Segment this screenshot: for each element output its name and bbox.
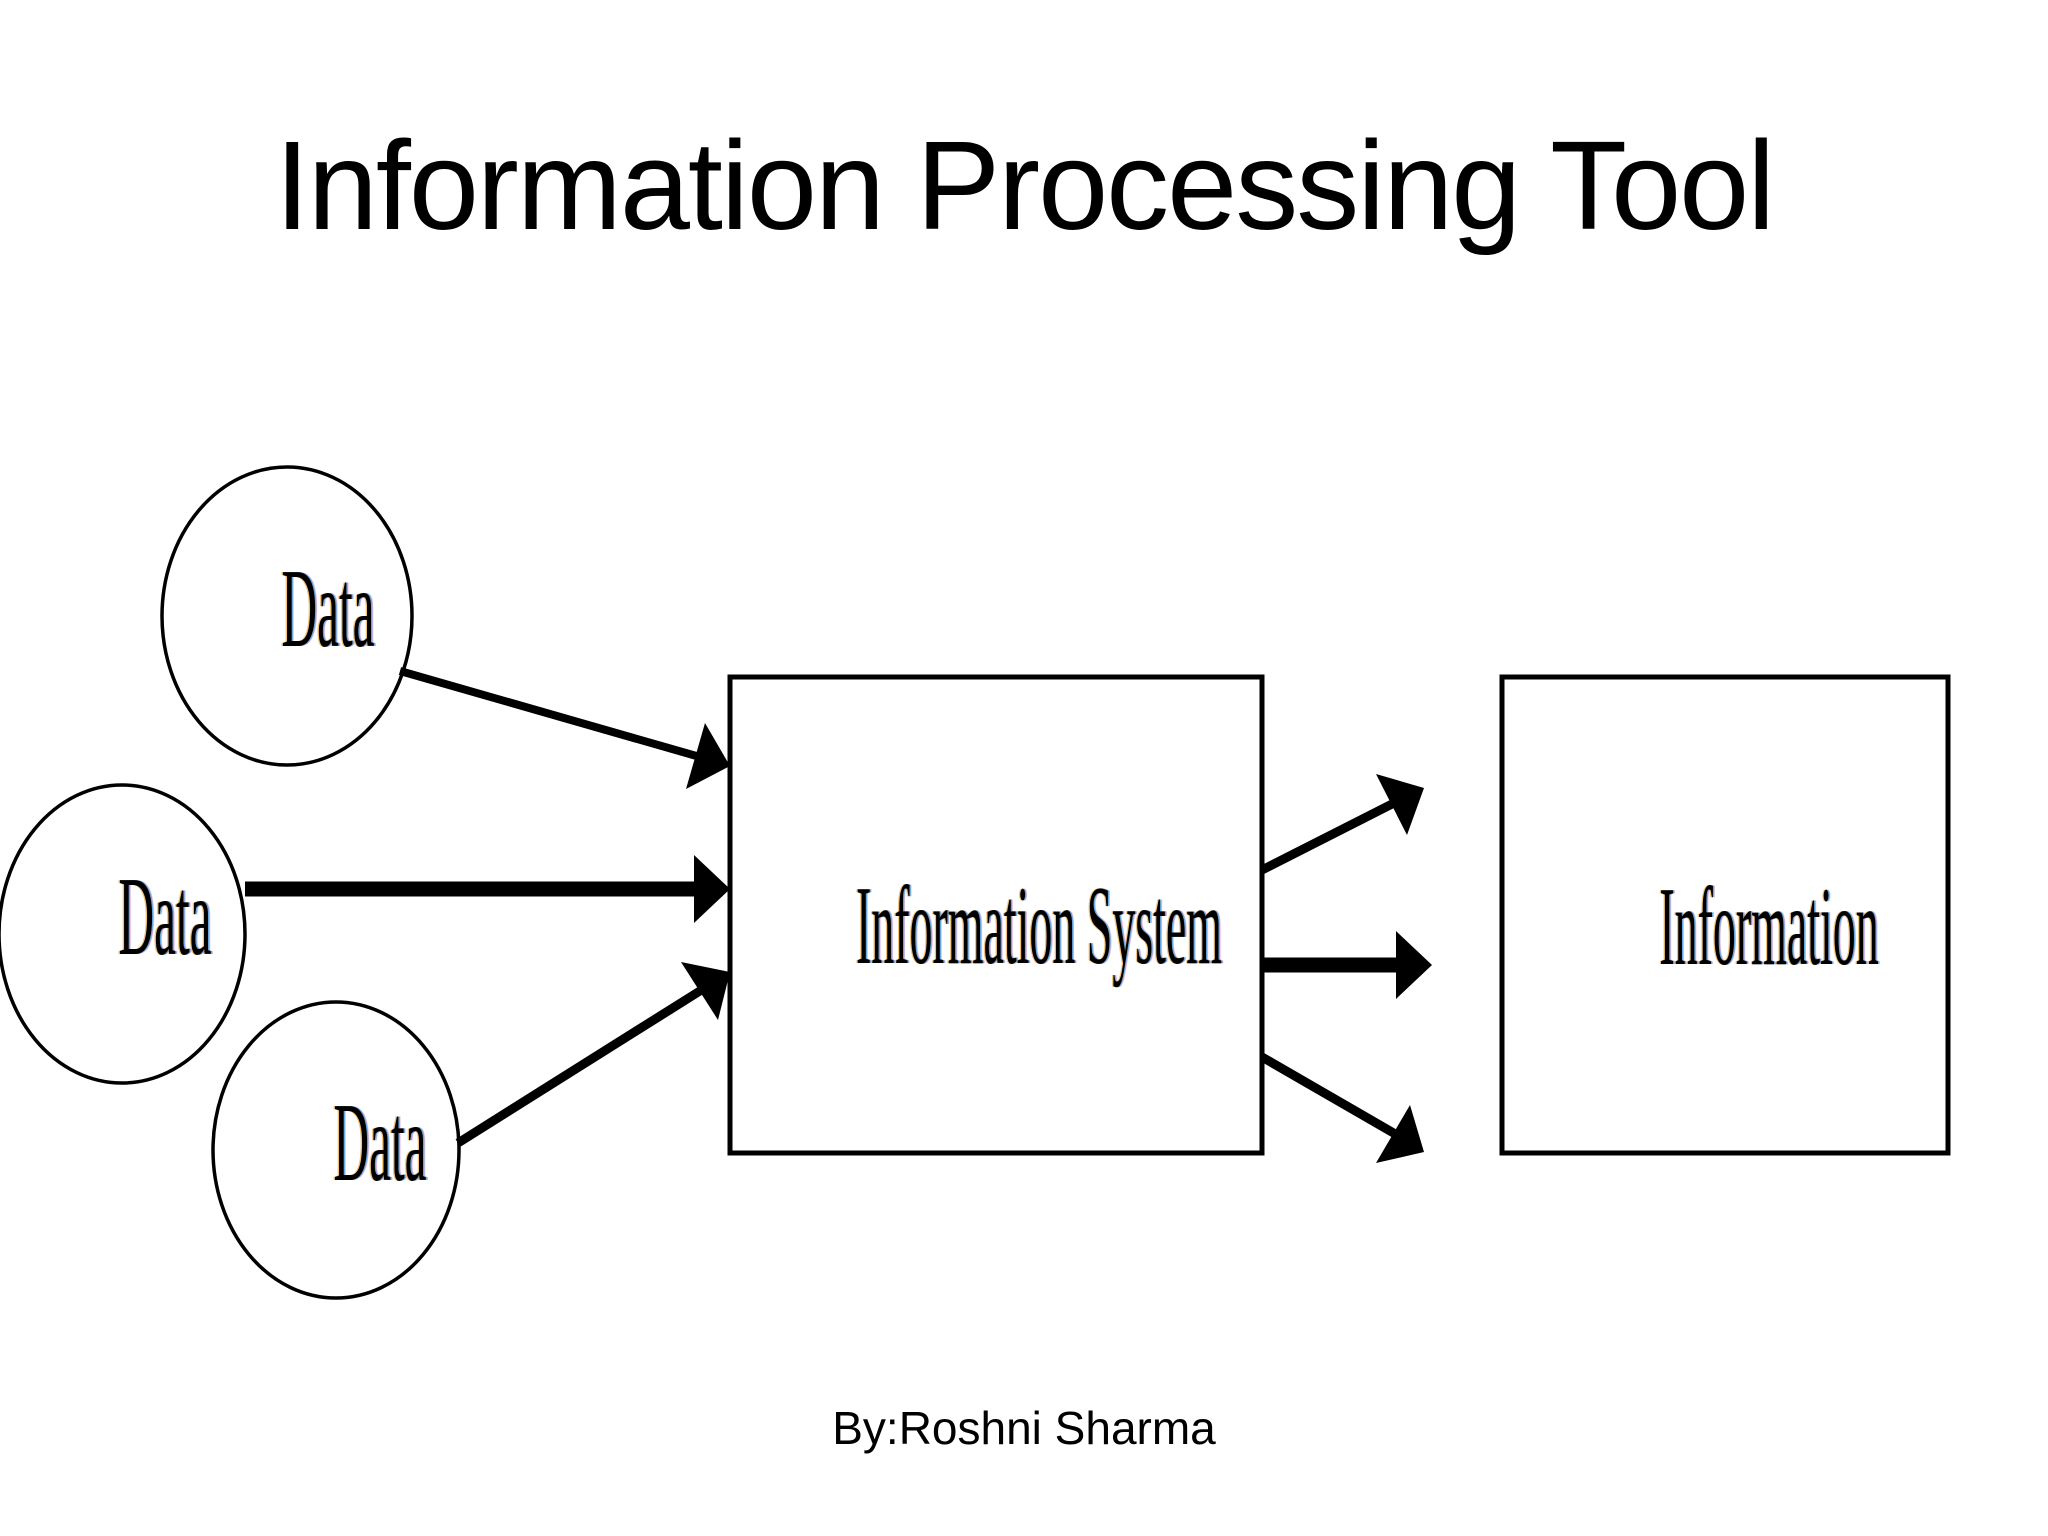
information-system-box bbox=[727, 674, 1265, 1156]
output-arrow-2 bbox=[1262, 931, 1432, 999]
output-arrow-3 bbox=[1259, 1053, 1424, 1163]
data-circle-1-label: Data bbox=[281, 547, 375, 671]
input-arrow-2 bbox=[245, 855, 730, 923]
input-arrow-3 bbox=[455, 962, 730, 1147]
output-arrow-1 bbox=[1259, 774, 1424, 875]
information-box bbox=[1499, 674, 1951, 1156]
information-system-label: Information System bbox=[855, 864, 1223, 988]
author-credit: By:Roshni Sharma bbox=[832, 1402, 1216, 1454]
page-title: Information Processing Tool bbox=[274, 115, 1775, 256]
data-circle-3 bbox=[211, 1000, 461, 1300]
data-circle-2-label: Data bbox=[118, 855, 212, 979]
input-arrow-1 bbox=[398, 667, 730, 789]
data-circle-3-label: Data bbox=[333, 1081, 427, 1205]
data-circle-1 bbox=[160, 465, 414, 767]
data-circle-2 bbox=[0, 783, 247, 1085]
information-label: Information bbox=[1659, 865, 1879, 989]
